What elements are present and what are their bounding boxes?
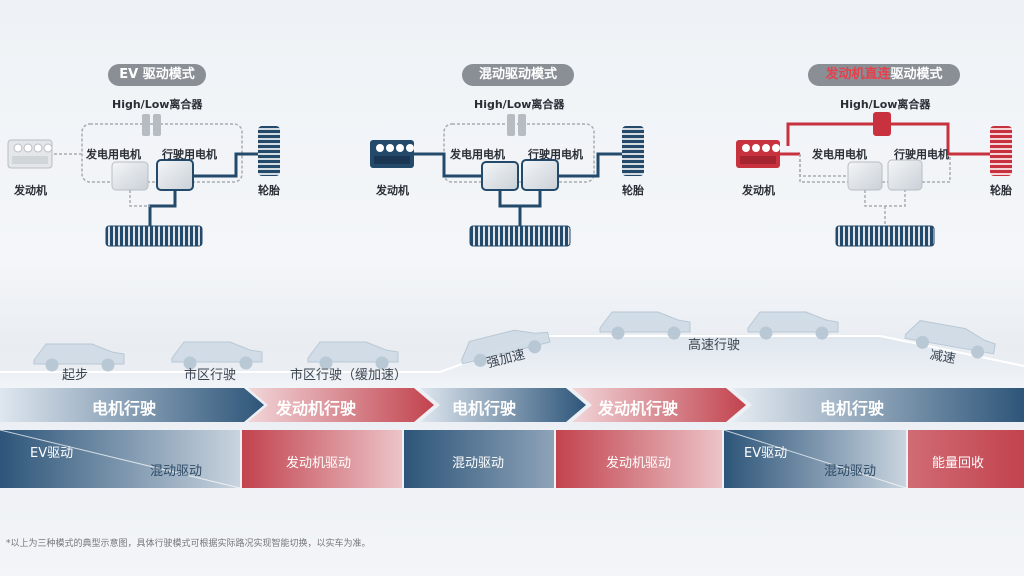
car-icon	[33, 343, 125, 372]
hybrid-clutch-label: High/Low离合器	[474, 98, 565, 111]
direct-tire-label: 轮胎	[990, 184, 1012, 197]
direct-drive-label: 行驶用电机	[894, 148, 949, 161]
mode-block-2	[242, 430, 402, 488]
band-segment-5	[732, 388, 1024, 422]
ev-drive-label: 行驶用电机	[162, 148, 217, 161]
mode-label-regen: 能量回收	[932, 456, 985, 471]
road-label-city-accel: 市区行驶（缓加速）	[290, 368, 408, 383]
road-label-city: 市区行驶	[184, 368, 237, 383]
engine-direct-pill-accent: 发动机直连	[825, 67, 891, 82]
car-icon	[171, 341, 263, 370]
engine-direct-pill-rest: 驱动模式	[890, 67, 943, 82]
mode-label-engine-2: 发动机驱动	[606, 456, 672, 471]
hybrid-mode-pill: 混动驱动模式	[462, 64, 574, 86]
drive-band	[0, 388, 1024, 422]
ev-diagram	[7, 114, 280, 247]
tire-icon	[258, 126, 280, 176]
band-label-5: 电机行驶	[820, 399, 885, 418]
ev-gen-label: 发电用电机	[86, 148, 141, 161]
mode-block-4	[556, 430, 722, 488]
car-icon	[461, 329, 551, 367]
direct-gen-label: 发电用电机	[812, 148, 867, 161]
direct-clutch-label: High/Low离合器	[840, 98, 931, 111]
band-label-4: 发动机行驶	[598, 399, 679, 418]
powertrain-diagrams	[7, 112, 1012, 247]
band-label-3: 电机行驶	[452, 399, 517, 418]
mode-label-hybrid-2: 混动驱动	[452, 456, 505, 471]
road-surface	[0, 336, 1024, 390]
road-label-start: 起步	[62, 368, 89, 383]
ev-tire-label: 轮胎	[258, 184, 280, 197]
road-label-highway: 高速行驶	[688, 338, 741, 353]
ev-mode-pill: EV 驱动模式	[108, 64, 206, 86]
band-segment-2	[248, 388, 434, 422]
ev-pill-accent: EV	[119, 67, 139, 82]
band-segment-1	[0, 388, 264, 422]
band-segment-3	[420, 388, 586, 422]
mode-block-3	[404, 430, 554, 488]
mode-block-6	[908, 430, 1024, 488]
engine-icon	[370, 140, 414, 168]
engine-icon	[736, 140, 780, 168]
mode-label-hybrid-1: 混动驱动	[150, 464, 203, 479]
clutch-icon	[142, 114, 150, 136]
mode-label-engine-1: 发动机驱动	[286, 456, 352, 471]
band-label-2: 发动机行驶	[276, 399, 357, 418]
hybrid-pill-accent: 混动	[478, 67, 505, 82]
road-scene	[0, 311, 1024, 390]
ev-pill-rest: 驱动模式	[138, 67, 195, 82]
hybrid-engine-label: 发动机	[376, 184, 409, 197]
hybrid-drive-label: 行驶用电机	[528, 148, 583, 161]
direct-engine-label: 发动机	[742, 184, 775, 197]
footnote: *以上为三种模式的典型示意图，具体行驶模式可根据实际路况实现智能切换，以实车为准…	[6, 539, 371, 549]
car-icon	[599, 311, 691, 340]
hybrid-diagram	[370, 114, 644, 247]
mode-label-ev-1: EV驱动	[30, 446, 74, 461]
hybrid-gen-label: 发电用电机	[450, 148, 505, 161]
battery-icon	[105, 225, 203, 247]
engine-direct-mode-pill: 发动机直连驱动模式	[808, 64, 960, 86]
band-segment-4	[572, 388, 746, 422]
car-icon	[904, 320, 996, 359]
mode-blocks	[0, 430, 1024, 488]
car-icon	[307, 341, 399, 370]
generator-motor-icon	[111, 161, 149, 191]
car-icon	[747, 311, 839, 340]
ev-clutch-label: High/Low离合器	[112, 98, 203, 111]
engine-icon	[7, 139, 53, 169]
band-label-1: 电机行驶	[92, 399, 157, 418]
hybrid-pill-rest: 驱动模式	[505, 67, 558, 82]
mode-label-ev-2: EV驱动	[744, 446, 788, 461]
engine-direct-diagram	[736, 112, 1012, 247]
hybrid-tire-label: 轮胎	[622, 184, 644, 197]
clutch-icon	[873, 112, 891, 136]
drive-motor-icon	[156, 159, 194, 191]
mode-label-hybrid-3: 混动驱动	[824, 464, 877, 479]
ev-engine-label: 发动机	[14, 184, 47, 197]
